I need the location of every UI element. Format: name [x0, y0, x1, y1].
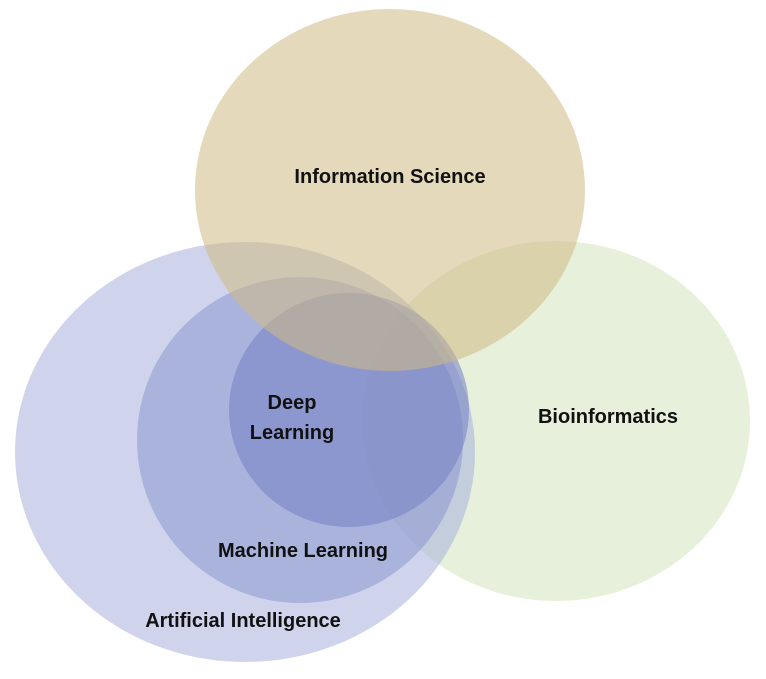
deep-learning-label-line-1: Deep: [268, 392, 317, 414]
machine-learning-label: Machine Learning: [218, 540, 388, 562]
information-science-label: Information Science: [294, 166, 485, 188]
venn-circles: [15, 9, 750, 662]
artificial-intelligence-label: Artificial Intelligence: [145, 610, 341, 632]
information-science-circle: [195, 9, 585, 371]
bioinformatics-label: Bioinformatics: [538, 406, 678, 428]
deep-learning-label-line-2: Learning: [250, 422, 334, 444]
venn-labels: Information Science Bioinformatics Deep …: [145, 166, 678, 632]
